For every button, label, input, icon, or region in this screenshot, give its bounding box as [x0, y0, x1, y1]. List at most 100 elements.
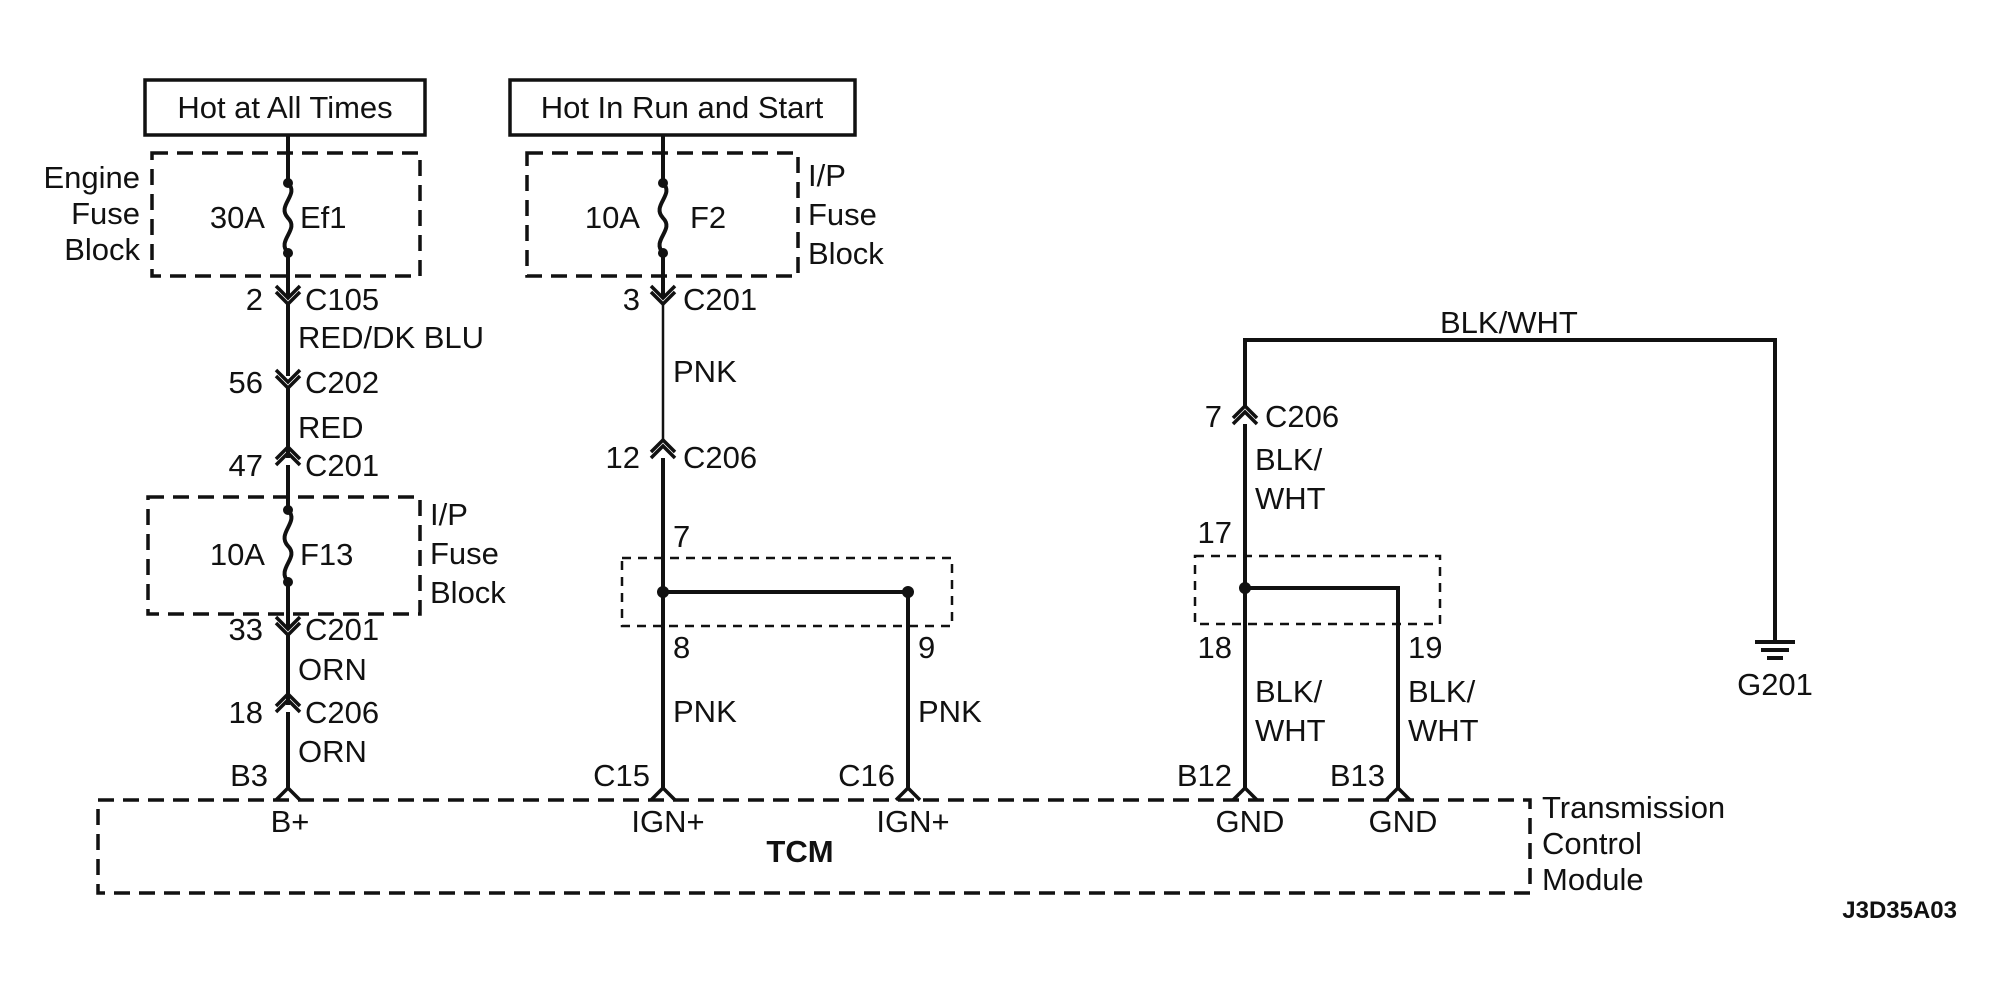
tcm-pin-b3-symbol [274, 785, 302, 802]
c105-pin: 2 [246, 282, 263, 317]
c206-gnd-pin: 7 [1205, 399, 1222, 434]
ip-fuse-block-f13-label-1: I/P [430, 497, 468, 532]
ip-fuse-block-f2-label-2: Fuse [808, 197, 877, 232]
hot-at-all-times-box [143, 78, 427, 137]
wire-pnk-a-label: PNK [673, 694, 737, 729]
tcm-pin-b13-symbol [1384, 785, 1412, 802]
fuse-ef1-name: Ef1 [300, 200, 347, 235]
splice-node [657, 586, 669, 598]
splice-pack-middle [620, 556, 954, 628]
tcm-pin-b12: B12 [1177, 758, 1232, 793]
tcm-terminal-ign-a: IGN+ [631, 804, 704, 839]
fuse-f2-rating: 10A [585, 200, 640, 235]
ip-fuse-block-f13-label-2: Fuse [430, 536, 499, 571]
connector-c201-mid-symbol [649, 284, 677, 301]
c206-left-pin: 18 [229, 695, 263, 730]
connector-c201-upper-symbol [274, 444, 302, 461]
ground-g201-label: G201 [1737, 667, 1813, 702]
c206-left-label: C206 [305, 695, 379, 730]
left-circuit: Hot at All Times Engine Fuse Block 30A E… [43, 78, 506, 839]
c201-lower-pin: 33 [229, 612, 263, 647]
fuse-f13-symbol [282, 508, 294, 584]
fuse-ef1-symbol [282, 181, 294, 255]
middle-circuit: Hot In Run and Start I/P Fuse Block 10A … [508, 78, 982, 839]
c201-upper-label: C201 [305, 448, 379, 483]
fuse-f2-symbol [657, 181, 669, 255]
tcm-terminal-b-plus: B+ [271, 804, 310, 839]
tcm-pin-c16-symbol [894, 785, 922, 802]
splice-in-pin-17: 17 [1198, 515, 1232, 550]
fuse-ef1-rating: 30A [210, 200, 265, 235]
splice-in-pin-7: 7 [673, 519, 690, 554]
hot-at-all-times-label: Hot at All Times [177, 90, 392, 125]
c201-mid-pin: 3 [623, 282, 640, 317]
wire-pnk-label: PNK [673, 354, 737, 389]
wire-pnk-b-label: PNK [918, 694, 982, 729]
tcm-pin-b13: B13 [1330, 758, 1385, 793]
connector-c206-left-symbol-2 [274, 697, 302, 714]
splice-out-pin-9: 9 [918, 630, 935, 665]
tcm-abbrev: TCM [766, 834, 833, 869]
wire-blk-wht-top [1243, 338, 1777, 640]
tcm-module: TCM Transmission Control Module [96, 790, 1725, 897]
wire-blk-wht-1-line1: BLK/ [1255, 442, 1323, 477]
connector-c201-upper-symbol-2 [274, 450, 302, 467]
engine-fuse-block-label-1: Engine [43, 160, 140, 195]
fuse-f13-name: F13 [300, 537, 353, 572]
connector-c202-symbol [274, 368, 302, 385]
c202-pin: 56 [229, 365, 263, 400]
connector-c206-gnd-symbol-2 [1231, 409, 1259, 426]
hot-in-run-and-start-label: Hot In Run and Start [541, 90, 824, 125]
tcm-label-1: Transmission [1542, 790, 1725, 825]
engine-fuse-block-label-3: Block [64, 232, 140, 267]
splice-out-pin-8: 8 [673, 630, 690, 665]
splice-node [1239, 582, 1251, 594]
c206-mid-label: C206 [683, 440, 757, 475]
wire-red-dk-blu-label: RED/DK BLU [298, 320, 484, 355]
ip-fuse-block-f13-label-3: Block [430, 575, 506, 610]
tcm-pin-c15: C15 [593, 758, 650, 793]
tcm-pin-c15-symbol [649, 785, 677, 802]
ip-fuse-block-f2-label-3: Block [808, 236, 884, 271]
wire-orn-label: ORN [298, 652, 367, 687]
splice-pack-ground [1193, 554, 1442, 626]
tcm-terminal-ign-b: IGN+ [876, 804, 949, 839]
tcm-outline [96, 798, 1532, 895]
hot-in-run-and-start-box [508, 78, 857, 137]
ip-fuse-block-f2-label-1: I/P [808, 158, 846, 193]
c201-upper-pin: 47 [229, 448, 263, 483]
splice-bus-ground [1245, 586, 1400, 790]
engine-fuse-block-label-2: Fuse [71, 196, 140, 231]
connector-c105-symbol [274, 284, 302, 301]
wire-blk-wht-top-label: BLK/WHT [1440, 305, 1578, 340]
wire-orn-2-label: ORN [298, 734, 367, 769]
connector-c206-mid-symbol-2 [649, 443, 677, 460]
c105-label: C105 [305, 282, 379, 317]
tcm-pin-b3: B3 [230, 758, 268, 793]
connector-c206-mid-symbol [649, 437, 677, 454]
splice-out-pin-19: 19 [1408, 630, 1442, 665]
connector-c201-lower-symbol [274, 615, 302, 632]
c206-mid-pin: 12 [606, 440, 640, 475]
tcm-terminal-gnd-b: GND [1369, 804, 1438, 839]
tcm-label-2: Control [1542, 826, 1642, 861]
wire-blk-wht-a-line1: BLK/ [1255, 674, 1323, 709]
wire-blk-wht-b-line1: BLK/ [1408, 674, 1476, 709]
tcm-terminal-gnd-a: GND [1216, 804, 1285, 839]
wire-red-label: RED [298, 410, 363, 445]
ip-fuse-block-f13-outline [146, 495, 422, 616]
tcm-pin-b12-symbol [1231, 785, 1259, 802]
connector-c206-left-symbol [274, 691, 302, 708]
c201-mid-label: C201 [683, 282, 757, 317]
ground-icon [1755, 640, 1795, 660]
wire-blk-wht-1-line2: WHT [1255, 481, 1326, 516]
wire-blk-wht-b-line2: WHT [1408, 713, 1479, 748]
fuse-f13-rating: 10A [210, 537, 265, 572]
connector-c206-gnd-symbol [1231, 403, 1259, 420]
tcm-label-3: Module [1542, 862, 1644, 897]
wire-blk-wht-a-line2: WHT [1255, 713, 1326, 748]
c206-gnd-label: C206 [1265, 399, 1339, 434]
figure-id: J3D35A03 [1842, 897, 1957, 924]
ground-circuit: BLK/WHT 7 C206 BLK/ WHT 17 18 19 BLK/ WH… [1177, 305, 1813, 839]
